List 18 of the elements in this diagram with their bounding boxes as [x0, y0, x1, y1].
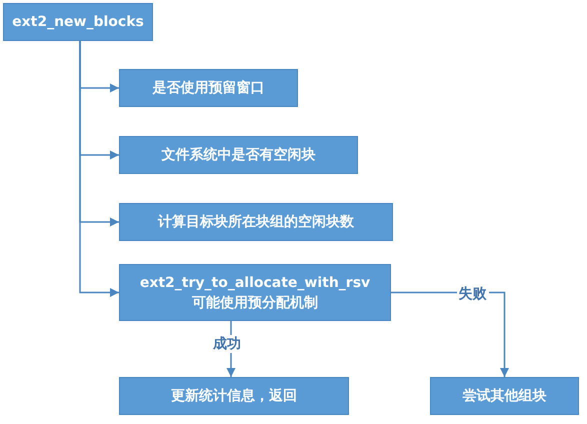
- arrow: [79, 41, 119, 297]
- box-label: 是否使用预留窗口: [152, 78, 264, 98]
- box-label: 尝试其他组块: [462, 387, 546, 406]
- process-box: [119, 136, 358, 174]
- process-box: [119, 69, 298, 107]
- process-box: [430, 377, 579, 415]
- process-box: [3, 3, 153, 41]
- box-label: 可能使用预分配机制: [192, 294, 318, 312]
- process-box: [119, 377, 349, 415]
- box-label: 文件系统中是否有空闲块: [162, 146, 316, 165]
- box-label: ext2_try_to_allocate_with_rsv: [140, 274, 370, 292]
- box-label: 更新统计信息，返回: [171, 386, 297, 406]
- edge-label: 成功: [211, 335, 243, 353]
- process-box: [119, 264, 391, 321]
- edge-label: 失败: [456, 284, 488, 302]
- box-label: ext2_new_blocks: [12, 13, 144, 32]
- process-box: [119, 203, 393, 241]
- box-label: 计算目标块所在块组的空闲块数: [158, 212, 354, 232]
